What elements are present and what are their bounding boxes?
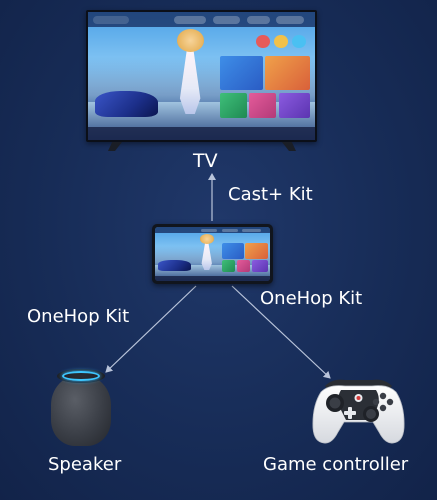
tv-leg-left — [108, 142, 122, 151]
gamepad-icon — [312, 379, 405, 444]
game-controller-label: Game controller — [263, 454, 409, 475]
smart-speaker-icon — [51, 369, 111, 446]
tv-label: TV — [193, 150, 218, 172]
phone-icon — [152, 224, 273, 284]
speaker-label: Speaker — [48, 454, 122, 475]
tv-screen — [88, 12, 315, 140]
arrow-phone-to-speaker — [105, 285, 197, 373]
tv-icon — [86, 10, 317, 142]
cast-kit-label: Cast+ Kit — [228, 184, 313, 205]
tv-leg-right — [282, 142, 296, 151]
onehop-kit-left-label: OneHop Kit — [27, 306, 130, 327]
onehop-kit-right-label: OneHop Kit — [260, 288, 363, 309]
phone-screen — [155, 227, 270, 281]
arrow-phone-to-controller — [231, 285, 331, 379]
